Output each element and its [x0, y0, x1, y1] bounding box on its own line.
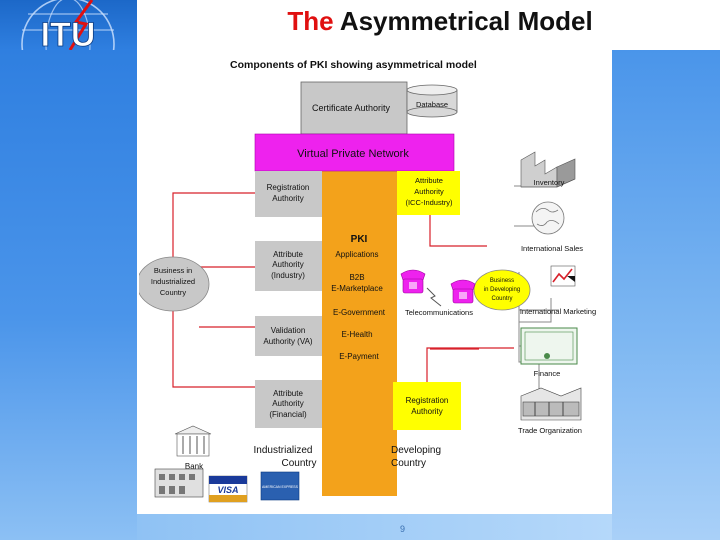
amex-label: AMERICAN EXPRESS [262, 485, 299, 489]
database-icon [406, 84, 458, 118]
svg-text:Registration: Registration [267, 183, 310, 192]
pki-e-marketplace: E-Marketplace [331, 284, 383, 293]
ra-right-line-1: Registration [406, 396, 449, 405]
bdc-line-3: Country [491, 296, 512, 302]
finance-label: Finance [534, 369, 561, 378]
inventory-icon [520, 151, 576, 188]
attribute-authority-industry-box [255, 241, 322, 291]
marketing-chart-icon [550, 265, 576, 287]
bic-line-2: Industrialized [151, 277, 195, 286]
vpn-bar [254, 133, 455, 172]
developing-line-2: Country [391, 458, 426, 469]
trade-organization-label: Trade Organization [518, 426, 582, 435]
diagram-panel: Components of PKI showing asymmetrical m… [136, 52, 612, 513]
industrialized-line-2: Country [281, 458, 316, 469]
pki-b2b: B2B [349, 273, 364, 282]
aa-icc-line-3: (ICC-Industry) [405, 198, 453, 207]
registration-authority-right-box [393, 382, 461, 430]
bottom-background-band [137, 514, 612, 540]
finance-certificate-icon [520, 327, 578, 365]
page-number: 9 [400, 524, 406, 534]
pki-title: PKI [351, 234, 368, 245]
left-background-band [0, 50, 137, 540]
ra-left-line-2: Authority [272, 194, 304, 203]
pki-column [322, 171, 397, 496]
registration-authority-left-box [255, 171, 322, 217]
visa-card-icon [208, 475, 248, 503]
developing-line-1: Developing [391, 445, 441, 456]
itu-logo: ITU [0, 0, 137, 50]
va-line-1: Validation [271, 326, 306, 335]
pki-e-payment: E-Payment [339, 352, 379, 361]
aa-industry-line-3: (Industry) [271, 271, 305, 280]
pki-diagram: Components of PKI showing asymmetrical m… [136, 59, 596, 503]
international-marketing-label: International Marketing [520, 307, 596, 316]
pki-e-health: E-Health [341, 330, 372, 339]
lightning-icon [426, 287, 442, 307]
database-label: Database [416, 100, 448, 109]
telephone-icon [450, 279, 476, 304]
bic-line-3: Country [160, 288, 187, 297]
right-background-band [612, 50, 720, 540]
industrialized-line-1: Industrialized [254, 445, 313, 456]
telephone-icon [400, 269, 426, 294]
slide-title-accent: The [287, 6, 334, 36]
svg-text:Authority: Authority [272, 194, 304, 203]
va-line-2: Authority (VA) [263, 337, 313, 346]
telecommunications-label: Telecommunications [405, 308, 473, 317]
certificate-authority-label: Certificate Authority [312, 103, 391, 113]
aa-industry-line-2: Authority [272, 260, 304, 269]
ra-right-line-2: Authority [411, 407, 443, 416]
bdc-line-2: in Developing [484, 287, 520, 293]
slide-title: The Asymmetrical Model [180, 6, 700, 37]
aa-icc-line-1: Attribute [415, 176, 443, 185]
globe-icon [531, 201, 565, 235]
vpn-label: Virtual Private Network [297, 148, 409, 160]
amex-card-icon [260, 471, 300, 501]
ra-left-line-1: Registration [267, 183, 310, 192]
aa-financial-line-2: Authority [272, 399, 304, 408]
validation-authority-box [255, 316, 322, 356]
attribute-authority-financial-box [255, 380, 322, 428]
aa-financial-line-3: (Financial) [269, 410, 307, 419]
slide-title-rest: Asymmetrical Model [339, 6, 593, 36]
attribute-authority-icc-box [397, 171, 460, 215]
aa-icc-line-2: Authority [414, 187, 444, 196]
pki-applications: Applications [335, 250, 378, 259]
bank-building-icon [154, 468, 204, 498]
bank-icon [174, 425, 212, 457]
bank-label: Bank [185, 462, 204, 471]
aa-financial-line-1: Attribute [273, 389, 303, 398]
logo-text: ITU [41, 16, 96, 50]
international-sales-label: International Sales [521, 244, 583, 253]
visa-label: VISA [217, 485, 238, 495]
trade-organization-icon [520, 387, 582, 421]
pki-e-government: E-Government [333, 308, 386, 317]
bdc-line-1: Business [490, 278, 514, 284]
certificate-authority-box [300, 81, 408, 135]
business-developing-ellipse [473, 269, 531, 311]
inventory-label: Inventory [534, 178, 565, 187]
aa-industry-line-1: Attribute [273, 250, 303, 259]
diagram-title: Components of PKI showing asymmetrical m… [230, 59, 477, 71]
bic-line-1: Business in [154, 266, 192, 275]
